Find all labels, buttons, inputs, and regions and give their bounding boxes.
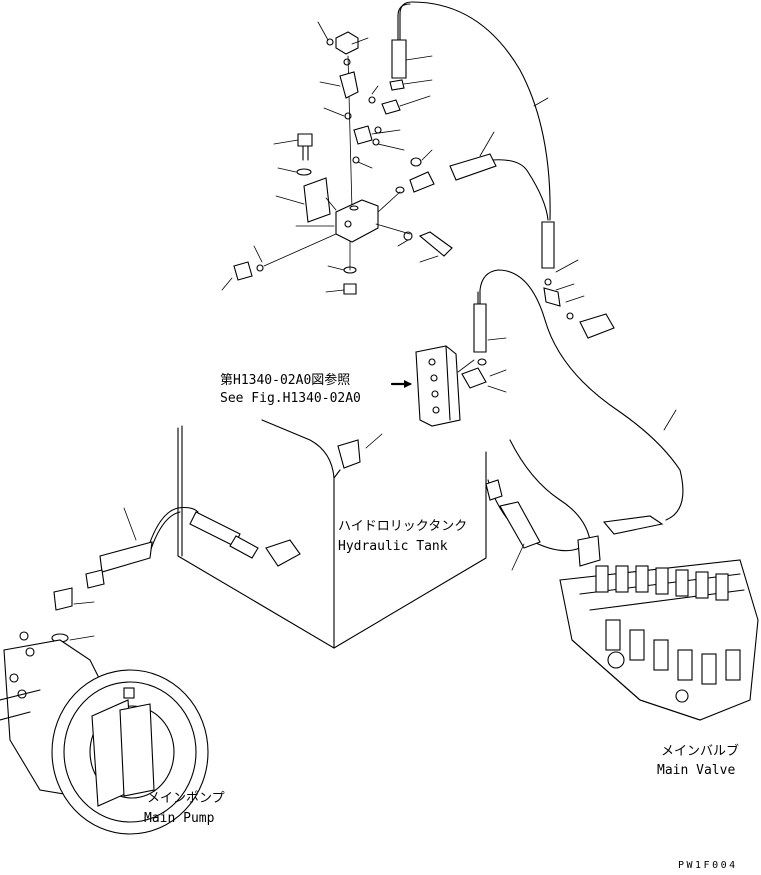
pump-label-jp: メインポンプ <box>147 791 225 806</box>
valve-label-en: Main Valve <box>657 763 735 778</box>
manifold-block <box>390 303 507 427</box>
main-valve <box>559 515 759 721</box>
ref-label-en: See Fig.H1340-02A0 <box>220 391 361 406</box>
labels: 第H1340-02A0図参照 See Fig.H1340-02A0 ハイドロリッ… <box>144 372 739 871</box>
tank-label-en: Hydraulic Tank <box>338 539 448 554</box>
leader-lines <box>365 97 677 449</box>
hose-lines <box>147 1 684 553</box>
tank-label-jp: ハイドロリックタンク <box>338 519 467 534</box>
hydraulic-tank <box>177 419 487 649</box>
valve-label-jp: メインバルブ <box>661 743 739 759</box>
main-pump <box>0 631 209 835</box>
top-fittings-assembly <box>221 21 615 339</box>
ref-label-jp: 第H1340-02A0図参照 <box>220 372 350 388</box>
pump-label-en: Main Pump <box>144 811 215 826</box>
drawing-code: PW1F004 <box>678 860 738 871</box>
tank-fittings <box>51 479 541 643</box>
